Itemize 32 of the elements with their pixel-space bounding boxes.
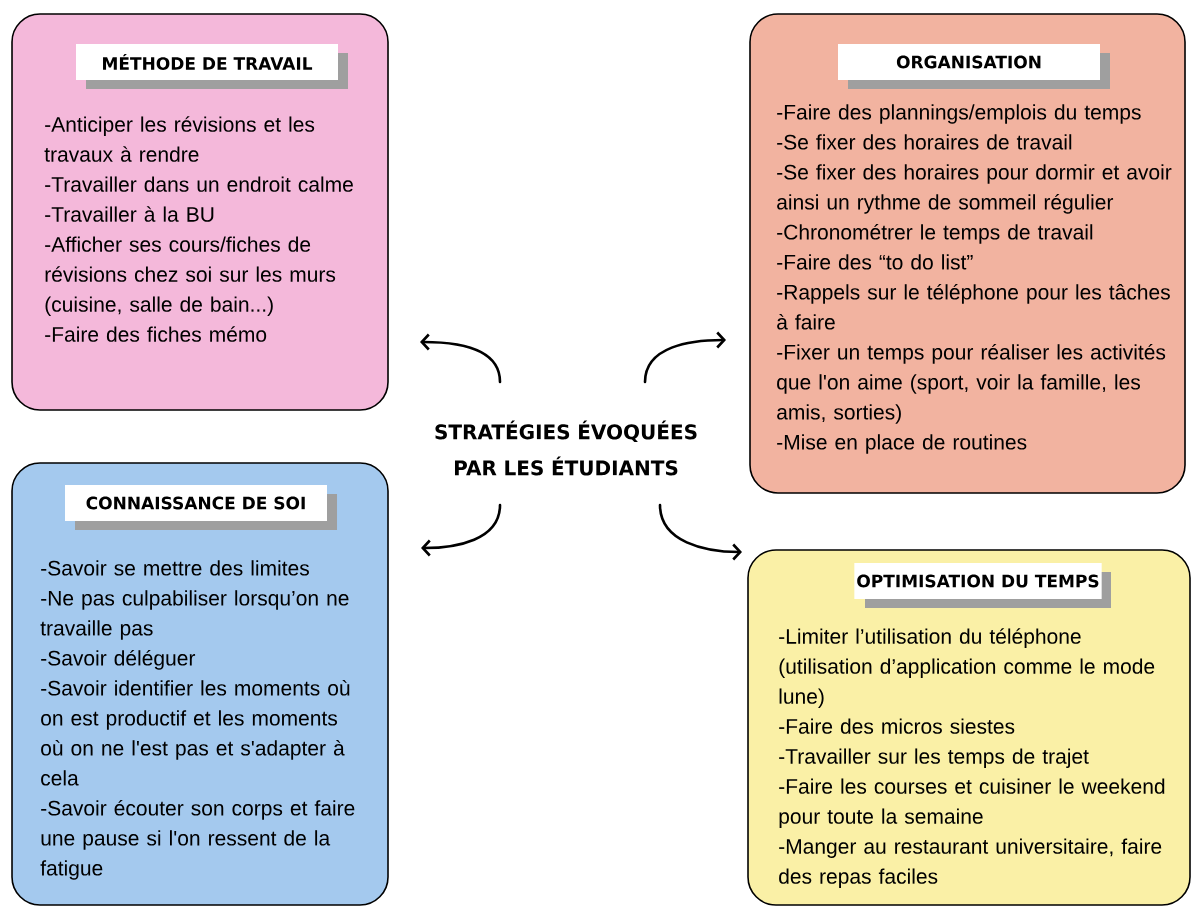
list-item: -Rappels sur le téléphone pour les tâches à faire <box>777 283 1170 330</box>
list-item: -Ne pas culpabiliser lorsqu’on ne travaille pas <box>40 590 349 640</box>
list-item: -Savoir identifier les moments où on est productif et les moments où on ne l'est pas et s'adapter à cela <box>41 679 350 786</box>
list-item: -Afficher ses cours/fiches de révisions chez soi sur les murs (cuisine, salle de bain...) <box>45 236 336 316</box>
list-item: -Se fixer des horaires de travail <box>777 134 1072 150</box>
list-item: -Faire des micros siestes <box>779 718 1015 734</box>
list-item: -Savoir déléguer <box>41 649 196 670</box>
curved-arrow <box>658 503 742 561</box>
heading-label: OPTIMISATION DU TEMPS <box>854 563 1111 608</box>
list-item: -Limiter l’utilisation du téléphone (utilisation d’application comme le mode lune) <box>779 628 1155 708</box>
list-item: -Fixer un temps pour réaliser les activités que l'on aime (sport, voir la famille, les amis, sorties) <box>777 343 1166 424</box>
list-item: -Mise en place de routines <box>777 434 1027 454</box>
list-item: -Manger au restaurant universitaire, faire des repas faciles <box>779 838 1162 888</box>
curved-arrow <box>421 503 502 557</box>
list-item: -Faire des plannings/emplois du temps <box>777 104 1141 124</box>
heading-label: ORGANISATION <box>838 44 1110 89</box>
curved-arrow <box>420 333 502 384</box>
heading-label: MÉTHODE DE TRAVAIL <box>76 44 348 89</box>
heading-label: CONNAISSANCE DE SOI <box>65 485 337 530</box>
curved-arrow <box>643 331 726 384</box>
list-item: -Se fixer des horaires pour dormir et avoir ainsi un rythme de sommeil régulier <box>777 164 1172 214</box>
list-item: -Travailler sur les temps de trajet <box>779 748 1089 768</box>
list-item: -Savoir écouter son corps et faire une pause si l'on ressent de la fatigue <box>40 799 355 880</box>
list-item: -Travailler à la BU <box>45 206 214 222</box>
list-item: -Faire des “to do list” <box>777 254 973 270</box>
list-item: -Anticiper les révisions et les travaux à rendre <box>44 116 315 162</box>
list-item: -Savoir se mettre des limites <box>41 560 309 576</box>
list-item: -Chronométrer le temps de travail <box>777 223 1093 244</box>
list-item: -Faire les courses et cuisiner le weekend pour toute la semaine <box>779 778 1165 828</box>
list-item: -Faire des fiches mémo <box>45 326 267 342</box>
central-title: STRATÉGIES ÉVOQUÉES PAR LES ÉTUDIANTS <box>435 420 697 476</box>
list-item: -Travailler dans un endroit calme <box>45 176 353 192</box>
